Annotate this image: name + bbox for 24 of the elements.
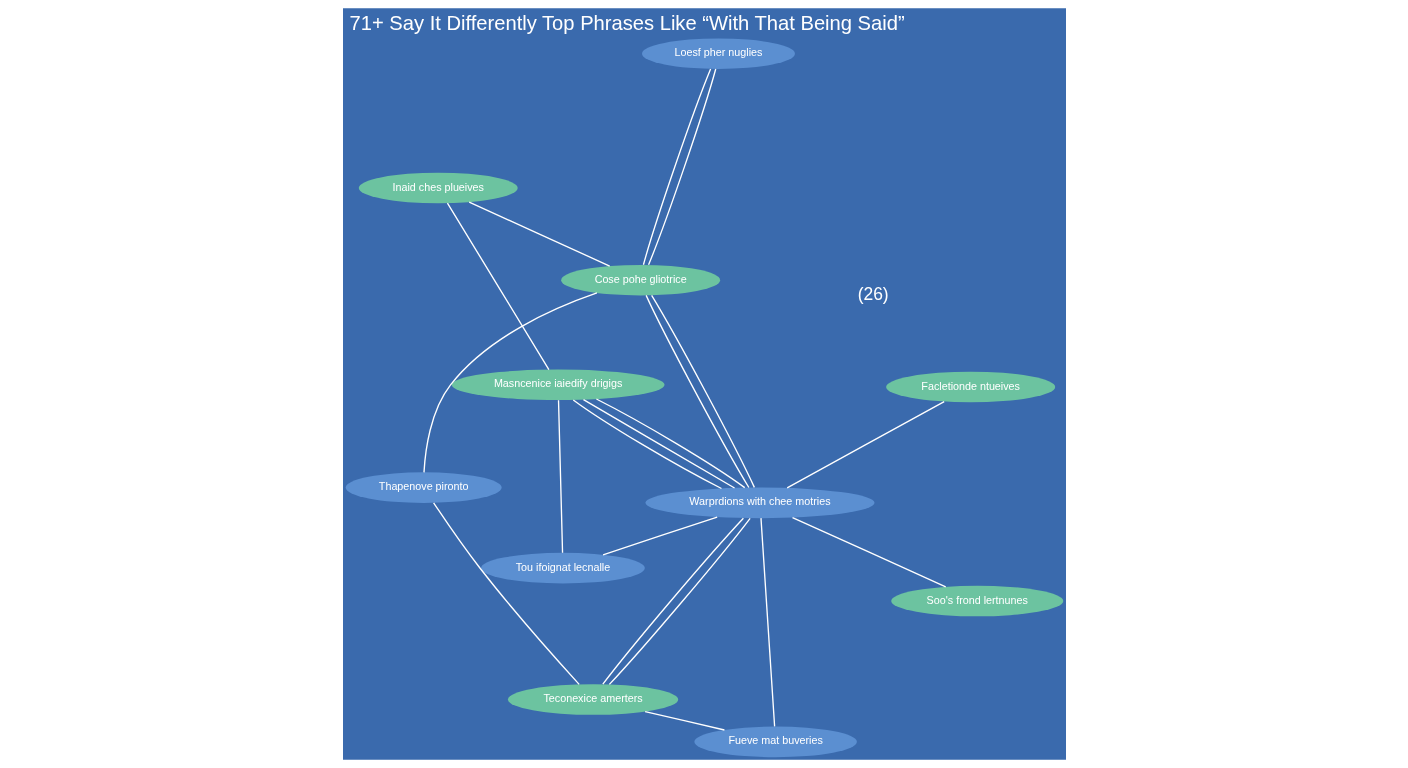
- connector: [422, 292, 598, 474]
- node-ellipse: Teconexice amerters: [507, 684, 678, 715]
- connector: [446, 202, 550, 371]
- connector: [601, 516, 718, 556]
- node-ellipse: Facletionde ntueives: [885, 371, 1055, 403]
- connector: [572, 399, 722, 490]
- node-ellipse: Tou ifoignat lecnalle: [480, 552, 645, 584]
- node-ellipse: Fueve mat buveries: [693, 726, 857, 758]
- node-ellipse: Soo's frond lertnunes: [890, 585, 1063, 617]
- connector: [557, 399, 563, 554]
- diagram-title: 71+ Say It Differently Top Phrases Like “With That Being Said”: [349, 11, 905, 34]
- label: (26): [857, 284, 889, 305]
- node-ellipse: Masncenice iaiedify drigigs: [451, 369, 665, 401]
- connector: [791, 516, 946, 588]
- node-ellipse: Loesf pher nuglies: [641, 38, 795, 70]
- connector: [432, 502, 580, 686]
- node-ellipse: Inaid ches plueives: [358, 172, 518, 204]
- connector: [468, 201, 610, 267]
- connector: [786, 400, 945, 489]
- node-ellipse: Warprdions with chee motries: [644, 487, 874, 519]
- node-ellipse: Thapenove pironto: [345, 472, 502, 503]
- connector: [643, 710, 725, 731]
- node-ellipse: Cose pohe gliotrice: [560, 264, 720, 296]
- connector: [759, 517, 775, 727]
